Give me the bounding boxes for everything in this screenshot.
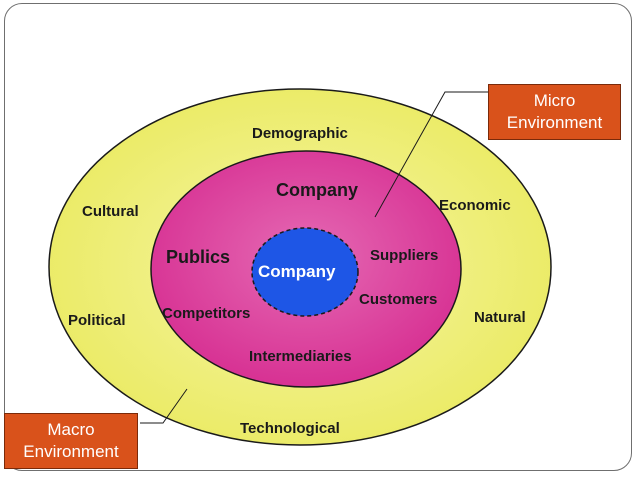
micro-callout-line2: Environment xyxy=(506,113,603,132)
label-intermediaries: Intermediaries xyxy=(249,348,352,365)
macro-callout-leader xyxy=(140,388,188,424)
micro-callout-leader xyxy=(374,91,488,218)
label-natural: Natural xyxy=(474,309,526,326)
macro-environment-callout: Macro Environment xyxy=(4,413,138,469)
macro-callout-line1: Macro xyxy=(47,420,95,439)
label-company-core: Company xyxy=(258,262,336,281)
label-competitors: Competitors xyxy=(162,305,251,322)
label-company-micro: Company xyxy=(276,180,359,200)
label-suppliers: Suppliers xyxy=(370,247,439,264)
label-customers: Customers xyxy=(359,291,438,308)
label-economic: Economic xyxy=(439,197,511,214)
label-cultural: Cultural xyxy=(82,203,139,220)
label-publics: Publics xyxy=(166,247,231,267)
micro-environment-callout: Micro Environment xyxy=(488,84,621,140)
company-core xyxy=(251,227,359,317)
label-political: Political xyxy=(68,312,126,329)
micro-callout-line1: Micro xyxy=(533,91,576,110)
macro-callout-line2: Environment xyxy=(23,442,119,461)
label-demographic: Demographic xyxy=(252,125,348,142)
label-technological: Technological xyxy=(240,420,340,437)
